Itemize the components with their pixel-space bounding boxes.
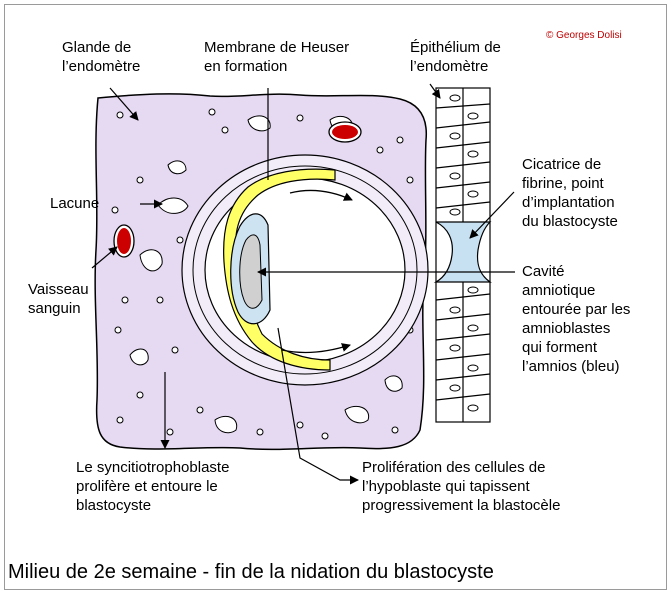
label-glande: Glande de l’endomètre (62, 38, 140, 76)
label-syncitio: Le syncitiotrophoblaste prolifère et ent… (76, 458, 229, 515)
label-cavite: Cavité amniotique entourée par les amnio… (522, 262, 630, 376)
copyright-text: © Georges Dolisi (546, 30, 622, 42)
blood-vessel-left (114, 225, 134, 257)
cytotrophoblast (182, 155, 428, 385)
figure-caption: Milieu de 2e semaine - fin de la nidatio… (8, 560, 494, 584)
label-vaisseau: Vaisseau sanguin (28, 280, 89, 318)
label-epithelium: Épithélium de l’endomètre (410, 38, 501, 76)
label-lacune: Lacune (50, 194, 99, 213)
endometrium-epithelium (436, 88, 490, 422)
label-heuser: Membrane de Heuser en formation (204, 38, 349, 76)
blood-vessel-top (329, 122, 361, 142)
label-cicatrice: Cicatrice de fibrine, point d’implantati… (522, 155, 618, 231)
label-hypoblaste: Prolifération des cellules de l’hypoblas… (362, 458, 560, 515)
